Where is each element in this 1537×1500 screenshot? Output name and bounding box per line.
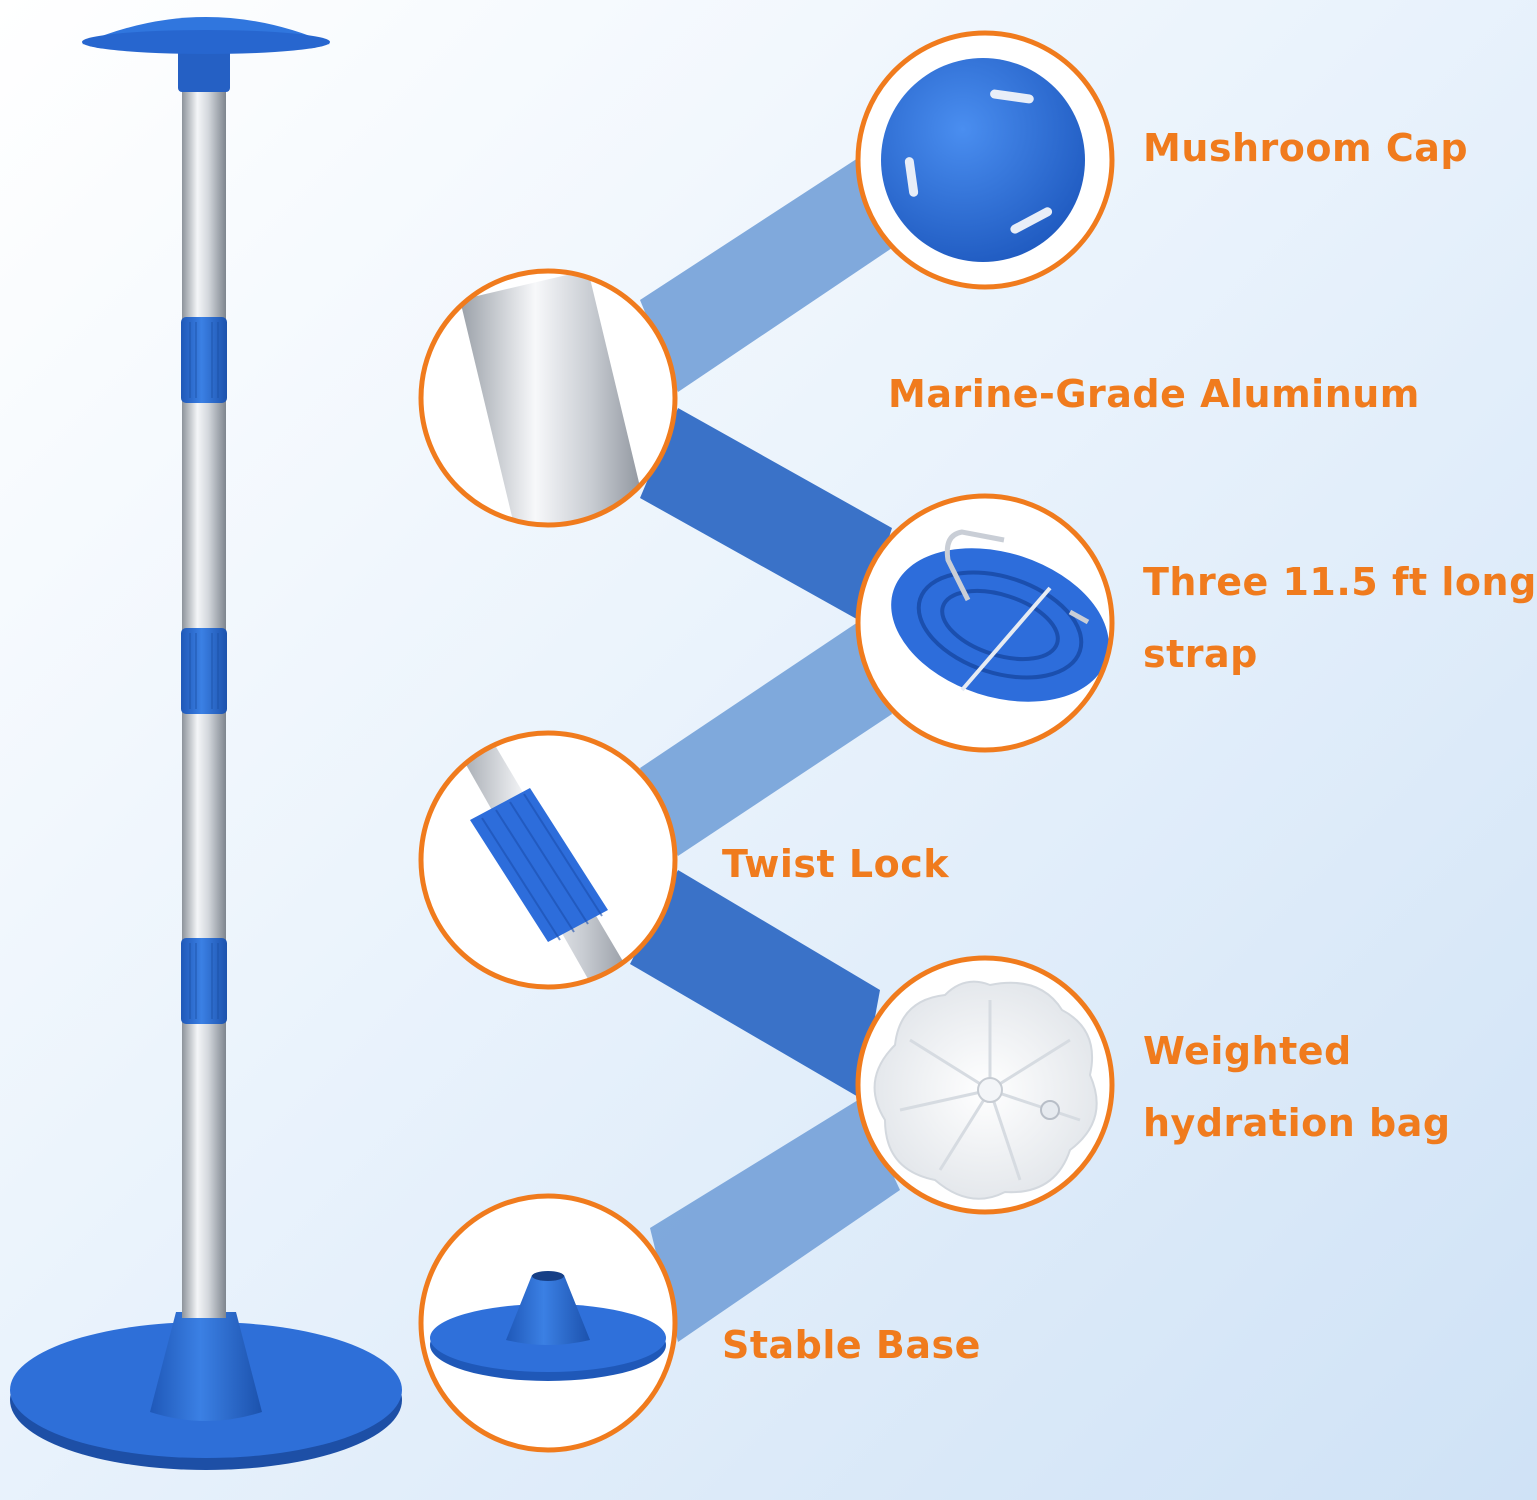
label-aluminum-line-1: Marine-Grade Aluminum xyxy=(888,372,1420,416)
ribbon-aluminum-to-strap xyxy=(640,408,892,622)
twist-lock-icon xyxy=(452,733,640,987)
label-stable-base: Stable Base xyxy=(722,1309,981,1381)
boat-cover-support-pole xyxy=(10,17,402,1470)
label-mushroom-cap: Mushroom Cap xyxy=(1143,112,1468,184)
feature-circle-aluminum xyxy=(418,268,678,528)
strap-icon xyxy=(891,529,1109,702)
ribbon-strap-to-twist xyxy=(640,622,892,856)
aluminum-pole-icon xyxy=(460,271,648,525)
label-mushroom-cap-line-1: Mushroom Cap xyxy=(1143,126,1469,170)
label-hydration-bag-line-2: hydration bag xyxy=(1143,1101,1451,1145)
label-hydration-bag-line-1: Weighted xyxy=(1143,1029,1352,1073)
label-stable-base-line-1: Stable Base xyxy=(722,1323,981,1367)
label-twist-lock-line-1: Twist Lock xyxy=(722,842,950,886)
ribbon-cap-to-aluminum xyxy=(640,158,892,392)
feature-circle-mushroom-cap xyxy=(855,30,1115,290)
label-strap-line-2: strap xyxy=(1143,632,1258,676)
twist-lock-2 xyxy=(181,628,227,714)
label-twist-lock: Twist Lock xyxy=(722,828,949,900)
base-cone xyxy=(150,1312,262,1421)
feature-circle-strap xyxy=(855,493,1115,753)
ribbon-twist-to-bag xyxy=(630,870,880,1098)
feature-circle-stable-base xyxy=(418,1193,678,1453)
twist-lock-3 xyxy=(181,938,227,1024)
cap-rim xyxy=(82,30,330,54)
connector-ribbons xyxy=(630,158,900,1342)
twist-lock-1 xyxy=(181,317,227,403)
ribbon-bag-to-base xyxy=(650,1100,900,1342)
mushroom-cap-icon xyxy=(881,58,1085,262)
label-strap-line-1: Three 11.5 ft long xyxy=(1143,560,1537,604)
label-marine-grade-aluminum: Marine-Grade Aluminum xyxy=(888,358,1420,430)
label-strap: Three 11.5 ft long strap xyxy=(1143,546,1537,690)
feature-circle-hydration-bag xyxy=(855,955,1115,1215)
label-hydration-bag: Weighted hydration bag xyxy=(1143,1015,1451,1159)
product-infographic xyxy=(10,17,1115,1470)
hydration-bag-icon xyxy=(873,980,1098,1200)
feature-circle-twist-lock xyxy=(418,730,678,990)
stable-base-icon xyxy=(430,1271,666,1381)
